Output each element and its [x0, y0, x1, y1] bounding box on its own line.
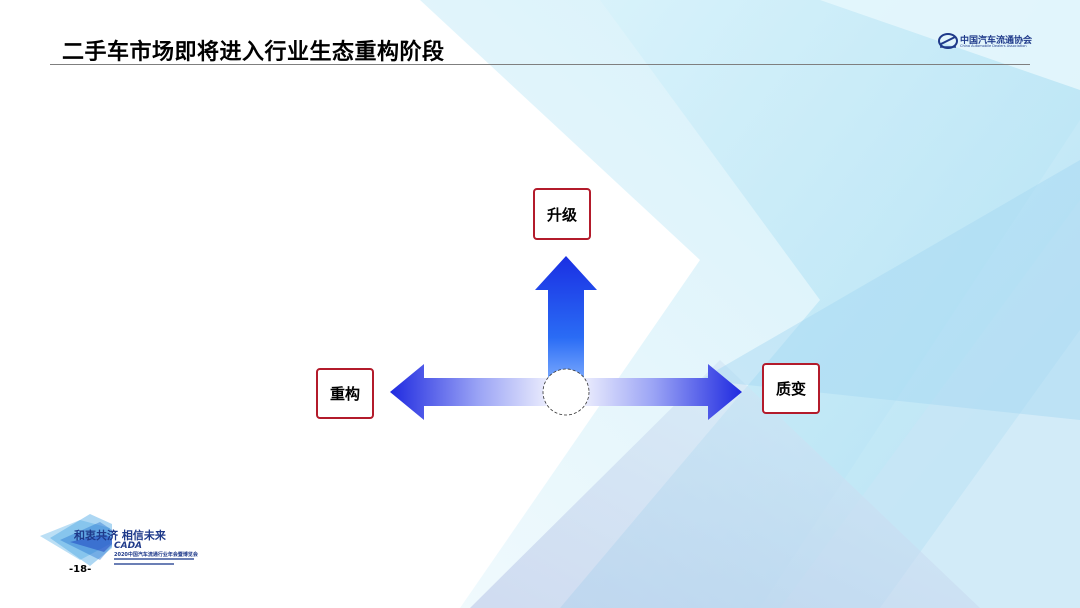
event-brand: CADA	[114, 541, 143, 551]
qualitative-change-node: 质变	[762, 363, 820, 414]
title-divider	[50, 64, 1030, 65]
center-node	[542, 368, 590, 416]
restructure-node: 重构	[316, 368, 374, 419]
logo-name-cn: 中国汽车流通协会	[960, 36, 1033, 46]
event-logo-graphic	[40, 514, 112, 566]
event-slogan: 和衷共济 相信未来	[74, 529, 166, 542]
arrow-right	[566, 364, 742, 420]
cada-logo-icon	[938, 33, 958, 49]
slide-title: 二手车市场即将进入行业生态重构阶段	[62, 40, 445, 65]
logo-name-en: China Automobile Dealers Association	[960, 44, 1027, 48]
event-subtitle-line	[114, 558, 194, 560]
event-date-line	[114, 563, 174, 565]
arrow-left	[390, 364, 566, 420]
page-number: -18-	[69, 564, 92, 575]
arrow-up	[535, 256, 597, 392]
cada-logo: 中国汽车流通协会 China Automobile Dealers Associ…	[938, 30, 1038, 54]
event-name: 2020中国汽车流通行业年会暨博览会	[114, 552, 198, 558]
upgrade-node: 升级	[533, 188, 591, 240]
